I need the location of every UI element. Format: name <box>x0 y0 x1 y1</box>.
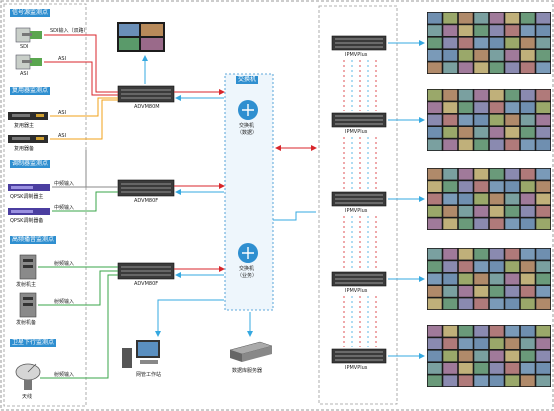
device-asi-label: ASI <box>20 71 29 77</box>
ipmv-unit-4-icon <box>331 271 387 287</box>
ipmv-unit-3-label: IPMVPlus <box>345 208 368 214</box>
analyzer-switch-links <box>174 89 225 278</box>
device-mod-main-label: QPSK调制器主 <box>10 194 44 200</box>
source-frame <box>3 3 87 407</box>
device-tx-main-label: 发射机主 <box>16 282 37 288</box>
top-monitor-icon <box>117 22 165 52</box>
device-mux-backup-label: 复用器备 <box>14 146 35 152</box>
device-tx-backup-label: 发射机备 <box>16 320 37 326</box>
ipmv-chains <box>343 60 377 347</box>
mod-backup-icon <box>8 208 50 215</box>
link-label-sdi: SDI输入（双路） <box>50 28 89 34</box>
group-header-modulator: 调制器监测点 <box>10 160 51 168</box>
management-links <box>155 299 253 337</box>
device-mod-backup-label: QPSK调制器备 <box>10 218 44 224</box>
ipmv-unit-4-label: IPMVPlus <box>345 288 368 294</box>
mux-main-icon <box>8 112 48 120</box>
device-antenna-label: 天线 <box>22 394 33 400</box>
db-server-icon <box>229 341 273 362</box>
ipmv-frame <box>318 5 398 405</box>
analyzer-1-label: ADVM80M <box>134 104 160 110</box>
asi-device-icon <box>15 54 42 70</box>
monitor-wall-2 <box>427 89 551 151</box>
ipmv-unit-1-icon <box>331 35 387 51</box>
group-header-signal: 信号源监测点 <box>10 9 51 17</box>
ipmv-unit-5-label: IPMVPlus <box>345 365 368 371</box>
monitor-wall-3 <box>427 168 551 230</box>
router-data-icon <box>238 100 258 120</box>
ipmv-unit-2-icon <box>331 112 387 128</box>
link-label-tx-main: 射频输入 <box>54 261 75 267</box>
link-label-mod-backup: 中频输入 <box>54 205 75 211</box>
monitor-wall-4 <box>427 248 551 310</box>
monitor-wall-1 <box>427 12 551 74</box>
sdi-device-icon <box>15 27 42 43</box>
mux-backup-icon <box>8 135 48 143</box>
switch-data-sub: （数据） <box>237 130 258 136</box>
link-label-satellite: 射频输入 <box>54 372 75 378</box>
group-header-satellite: 卫星下行监测点 <box>10 339 57 347</box>
switch-ipmv-links <box>273 145 317 221</box>
analyzer-2-label: ADVM80F <box>134 198 159 204</box>
link-label-mod-main: 中频输入 <box>54 181 75 187</box>
analyzer-3-icon <box>117 262 175 280</box>
analyzer-1-icon <box>117 85 175 103</box>
workstation-label: 网管工作站 <box>136 372 162 378</box>
mod-main-icon <box>8 184 50 191</box>
tx-main-icon <box>19 254 37 280</box>
switch-data-name: 交换机 <box>239 123 255 129</box>
wall-links <box>388 40 425 359</box>
group-header-mux: 复用器监测点 <box>10 87 51 95</box>
router-service-icon <box>238 243 258 263</box>
link-label-asi: ASI <box>58 56 67 62</box>
ipmv-unit-3-icon <box>331 191 387 207</box>
input-links <box>38 34 118 379</box>
device-mux-main-label: 复用器主 <box>14 123 35 129</box>
tx-backup-icon <box>19 292 37 318</box>
link-label-tx-backup: 射频输入 <box>54 299 75 305</box>
switch-service-sub: （业务） <box>237 273 258 279</box>
analyzer-3-label: ADVM80F <box>134 281 159 287</box>
analyzer-2-icon <box>117 179 175 197</box>
group-header-transmitter: 高频播音监测点 <box>10 236 57 244</box>
workstation-icon <box>122 340 160 368</box>
switch-group-title: 交换机 <box>236 76 259 84</box>
device-sdi-label: SDI <box>20 44 29 50</box>
ipmv-unit-2-label: IPMVPlus <box>345 129 368 135</box>
link-label-mux-backup: ASI <box>58 133 67 139</box>
link-label-mux-main: ASI <box>58 110 67 116</box>
satellite-dish-icon <box>15 363 41 390</box>
ipmv-unit-5-icon <box>331 348 387 364</box>
db-server-label: 数据库服务器 <box>232 368 263 374</box>
switch-service-name: 交换机 <box>239 266 255 272</box>
monitor-wall-5 <box>427 325 551 387</box>
ipmv-unit-1-label: IPMVPlus <box>345 52 368 58</box>
